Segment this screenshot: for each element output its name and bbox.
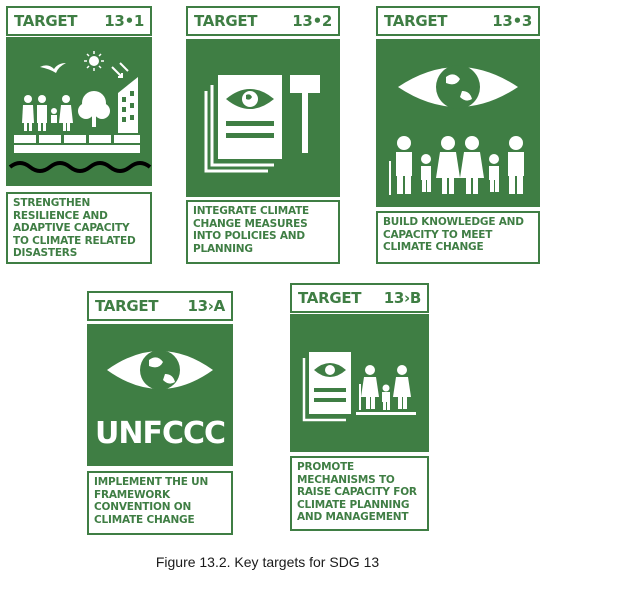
target-header: TARGET 13•3	[376, 6, 540, 36]
eye-globe-people-icon	[376, 39, 540, 207]
target-label: TARGET	[14, 12, 78, 30]
target-label: TARGET	[298, 289, 362, 307]
target-card-13-a: TARGET 13›A UNFCCC IMPLEMENT THE UN FRAM…	[87, 291, 233, 537]
target-card-13-3: TARGET 13•3	[376, 6, 540, 264]
target-label: TARGET	[194, 12, 258, 30]
target-description: IMPLEMENT THE UN FRAMEWORK CONVENTION ON…	[87, 471, 233, 535]
target-label: TARGET	[95, 297, 159, 315]
target-card-13-2: TARGET 13•2 INTEGRATE CLIMATE CHANGE MEA…	[186, 6, 340, 264]
target-header: TARGET 13•1	[6, 6, 152, 36]
eye-globe-icon: UNFCCC	[87, 324, 233, 466]
target-card-13-1: TARGET 13•1	[6, 6, 152, 264]
unfccc-logo-text: UNFCCC	[94, 416, 226, 451]
resilience-pictogram-icon	[6, 37, 152, 186]
target-description: PROMOTE MECHANISMS TO RAISE CAPACITY FOR…	[290, 456, 429, 531]
target-card-13-b: TARGET 13›B PROMOTE MECHANISMS TO	[290, 283, 429, 531]
target-header: TARGET 13›B	[290, 283, 429, 313]
figure-caption: Figure 13.2. Key targets for SDG 13	[155, 554, 380, 570]
target-number: 13›A	[187, 297, 226, 315]
target-description: INTEGRATE CLIMATE CHANGE MEASURES INTO P…	[186, 200, 340, 264]
target-number: 13›B	[383, 289, 422, 307]
target-label: TARGET	[384, 12, 448, 30]
target-number: 13•3	[492, 12, 532, 30]
target-header: TARGET 13•2	[186, 6, 340, 36]
target-number: 13•1	[104, 12, 144, 30]
target-description: STRENGTHEN RESILIENCE AND ADAPTIVE CAPAC…	[6, 192, 152, 264]
target-description: BUILD KNOWLEDGE AND CAPACITY TO MEET CLI…	[376, 211, 540, 264]
document-family-icon	[290, 314, 429, 452]
policy-document-gavel-icon	[186, 39, 340, 197]
target-header: TARGET 13›A	[87, 291, 233, 321]
target-number: 13•2	[292, 12, 332, 30]
